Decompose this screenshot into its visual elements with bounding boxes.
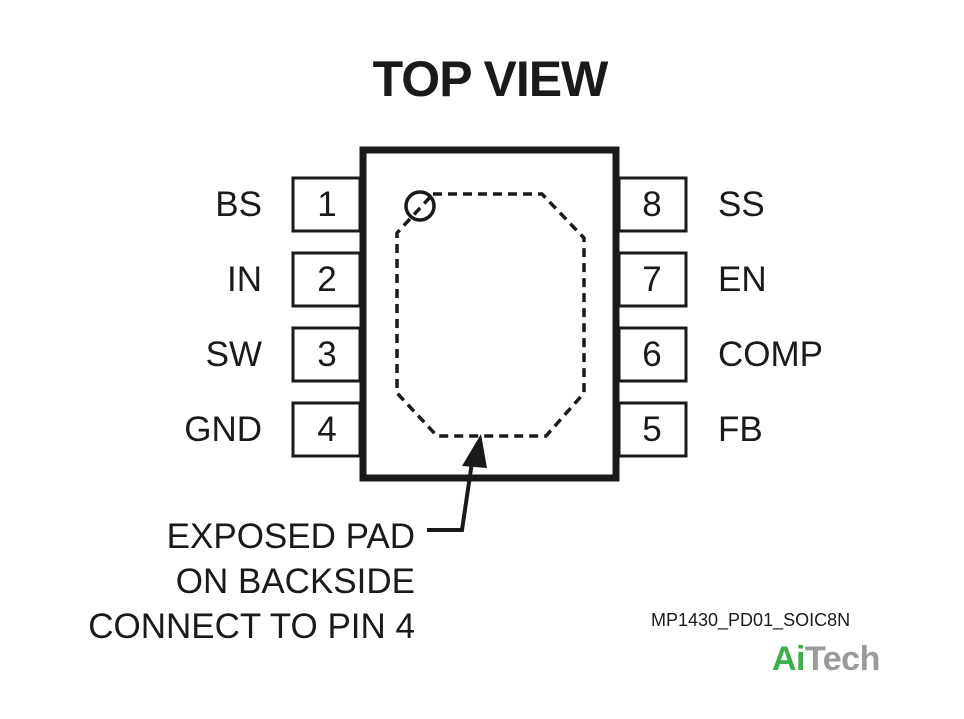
callout-leader <box>427 461 474 532</box>
exposed-pad-outline <box>395 192 586 438</box>
pin-name-sw: SW <box>205 335 262 374</box>
pin-5-box <box>617 401 688 458</box>
logo-part-ai: Ai <box>772 640 806 678</box>
pin-number-6: 6 <box>642 335 662 374</box>
callout-arrowhead <box>462 434 487 468</box>
pin-number-5: 5 <box>642 410 662 449</box>
pin-name-en: EN <box>718 260 767 299</box>
logo-part-tech: Tech <box>805 640 880 678</box>
callout-line-1: EXPOSED PAD <box>166 517 415 556</box>
aitech-logo: AiTech <box>772 640 880 679</box>
pin-4-box <box>291 401 362 458</box>
pin-number-3: 3 <box>317 335 337 374</box>
pin-number-7: 7 <box>642 260 662 299</box>
part-code-label: MP1430_PD01_SOIC8N <box>651 610 851 630</box>
pin-number-4: 4 <box>317 410 337 449</box>
pin-2-box <box>291 251 362 308</box>
callout-line-2: ON BACKSIDE <box>175 562 415 601</box>
pin-1-box <box>291 176 362 233</box>
pin-number-1: 1 <box>317 185 337 224</box>
pin-6-box <box>617 326 688 383</box>
exposed-pad-callout: EXPOSED PAD ON BACKSIDE CONNECT TO PIN 4 <box>60 514 415 649</box>
pin-name-ss: SS <box>718 185 765 224</box>
pin-3-box <box>291 326 362 383</box>
pin1-marker <box>404 190 436 222</box>
diagram-title: TOP VIEW <box>372 51 609 107</box>
callout-line-3: CONNECT TO PIN 4 <box>88 607 415 646</box>
pin-name-fb: FB <box>718 410 763 449</box>
chip-body <box>359 146 620 482</box>
pin-number-2: 2 <box>317 260 337 299</box>
pin-name-comp: COMP <box>718 335 823 374</box>
pin-number-8: 8 <box>642 185 662 224</box>
pin-8-box <box>617 176 688 233</box>
pin-name-bs: BS <box>215 185 262 224</box>
pin-name-gnd: GND <box>184 410 262 449</box>
pin-7-box <box>617 251 688 308</box>
pin-name-in: IN <box>227 260 262 299</box>
